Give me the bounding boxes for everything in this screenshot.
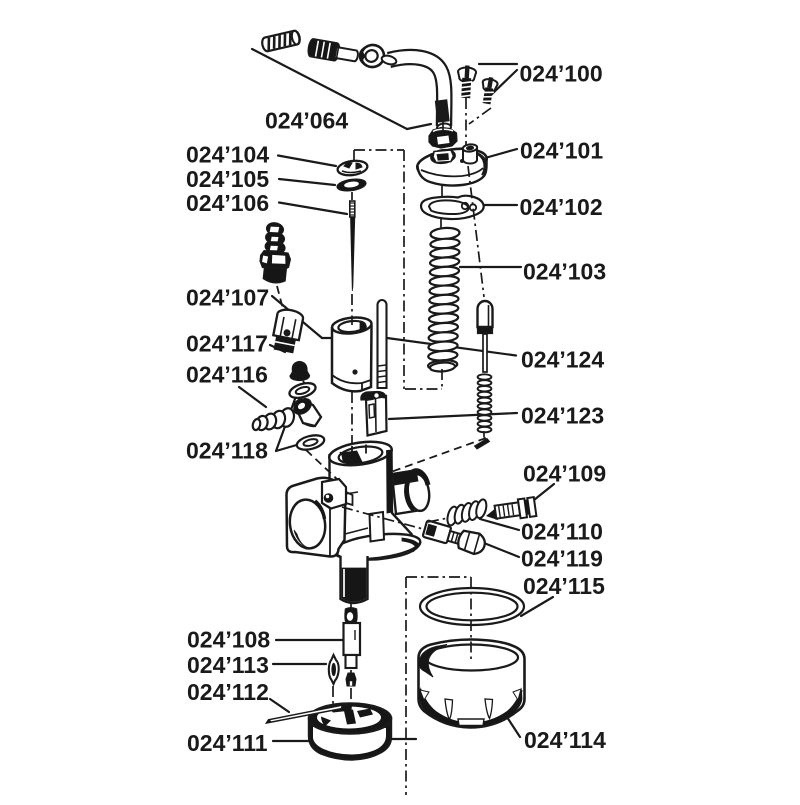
svg-text:024’101: 024’101 <box>520 138 603 164</box>
svg-text:024’102: 024’102 <box>520 194 603 220</box>
svg-text:024’118: 024’118 <box>186 438 268 464</box>
svg-text:024’109: 024’109 <box>523 461 606 487</box>
svg-text:024’108: 024’108 <box>187 627 270 653</box>
svg-text:024’112: 024’112 <box>187 679 269 705</box>
svg-text:024’123: 024’123 <box>521 403 604 429</box>
svg-text:024’116: 024’116 <box>186 362 268 388</box>
svg-text:024’107: 024’107 <box>186 285 269 311</box>
svg-text:024’105: 024’105 <box>186 166 269 192</box>
svg-text:024’113: 024’113 <box>187 652 269 678</box>
svg-text:024’104: 024’104 <box>186 142 269 168</box>
svg-text:024’110: 024’110 <box>521 519 603 545</box>
svg-text:024’064: 024’064 <box>265 108 348 134</box>
svg-text:024’103: 024’103 <box>523 259 606 285</box>
svg-text:024’124: 024’124 <box>521 347 604 373</box>
svg-text:024’117: 024’117 <box>186 331 268 357</box>
svg-text:024’115: 024’115 <box>523 573 605 599</box>
svg-text:024’114: 024’114 <box>524 727 606 753</box>
svg-text:024’119: 024’119 <box>521 546 603 572</box>
svg-text:024’106: 024’106 <box>186 190 269 216</box>
svg-text:024’111: 024’111 <box>187 730 268 756</box>
svg-text:024’100: 024’100 <box>520 61 603 87</box>
